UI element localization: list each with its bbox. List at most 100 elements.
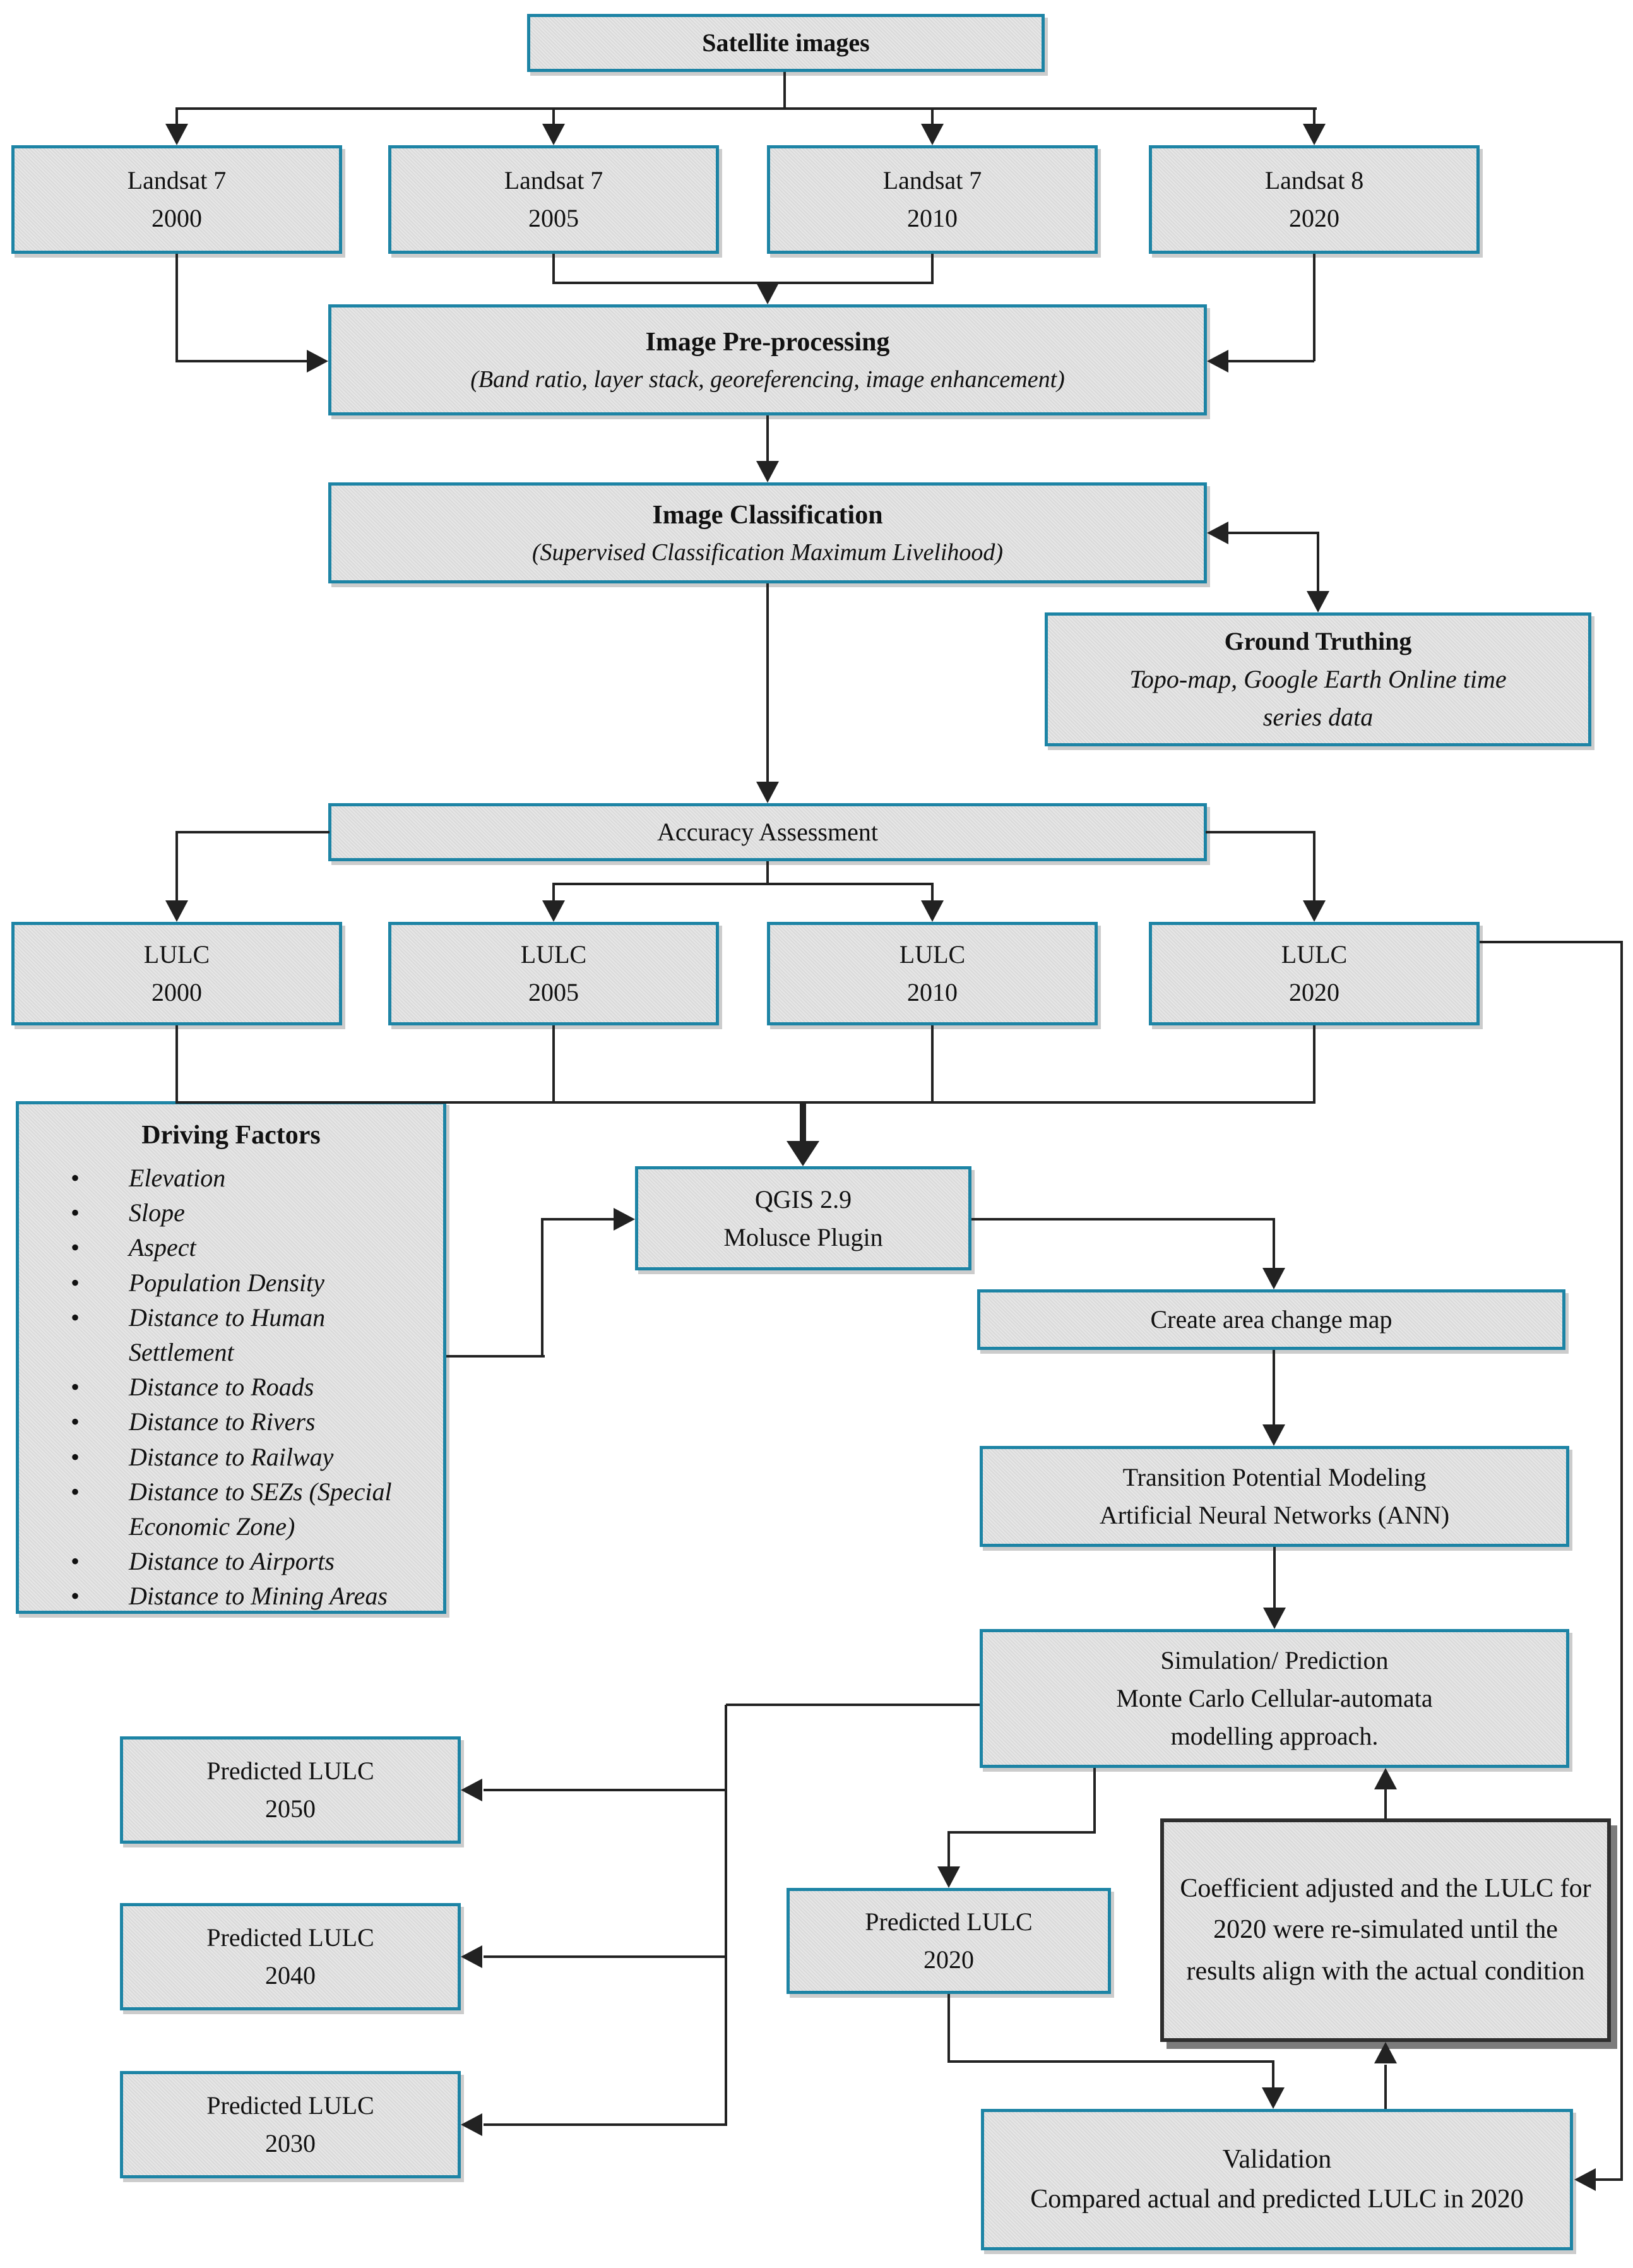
node-year: 2000 bbox=[151, 204, 202, 232]
connector-transition-simulation bbox=[1273, 1547, 1276, 1608]
arrow-down-icon bbox=[165, 124, 188, 145]
node-label: QGIS 2.9 bbox=[754, 1185, 852, 1214]
connector-accuracy-center-down bbox=[766, 861, 769, 885]
connector-accuracy-lulc2000-v bbox=[175, 832, 178, 900]
node-lulc-2010: LULC 2010 bbox=[767, 922, 1098, 1025]
node-year: 2010 bbox=[907, 978, 958, 1006]
node-subtitle: (Band ratio, layer stack, georeferencing… bbox=[470, 366, 1065, 393]
arrow-down-icon bbox=[1303, 900, 1326, 922]
arrow-right-icon bbox=[614, 1208, 635, 1231]
connector-landsat2020-left bbox=[1228, 360, 1314, 362]
connector-lulc2000-drop bbox=[175, 1025, 178, 1104]
driving-factors-list: Elevation Slope Aspect Population Densit… bbox=[28, 1161, 434, 1614]
arrow-left-icon bbox=[461, 1945, 482, 1968]
node-landsat7-2005: Landsat 7 2005 bbox=[388, 145, 719, 254]
connector-driving-up bbox=[541, 1219, 543, 1356]
connector-right-long-down bbox=[1620, 941, 1623, 2181]
connector-split-lulc2005 bbox=[552, 884, 555, 900]
connector-bus-to-landsat2010 bbox=[931, 109, 934, 126]
list-item: Elevation bbox=[28, 1161, 434, 1195]
node-line3: modelling approach. bbox=[1170, 1722, 1379, 1750]
arrow-down-icon bbox=[1262, 2087, 1285, 2109]
list-item: Distance to Mining Areas bbox=[28, 1579, 434, 1613]
connector-lulc2005-drop bbox=[552, 1025, 555, 1104]
connector-landsat2010-down bbox=[931, 254, 934, 283]
list-item: Distance to Rivers bbox=[28, 1404, 434, 1439]
connector-satellite-down bbox=[783, 72, 786, 109]
node-label: Create area change map bbox=[1150, 1305, 1393, 1334]
node-label: Landsat 7 bbox=[127, 166, 227, 194]
node-label: LULC bbox=[520, 940, 587, 969]
node-year: 2040 bbox=[265, 1961, 316, 1990]
node-subtitle: Topo-map, Google Earth Online time serie… bbox=[1129, 665, 1507, 731]
node-predicted-lulc-2020: Predicted LULC 2020 bbox=[787, 1888, 1111, 1994]
list-item: Slope bbox=[28, 1195, 434, 1230]
arrow-right-icon bbox=[307, 350, 328, 373]
node-coefficient-adjustment: Coefficient adjusted and the LULC for 20… bbox=[1160, 1818, 1611, 2042]
list-item: Distance to Human Settlement bbox=[28, 1300, 434, 1370]
node-label: Landsat 7 bbox=[882, 166, 982, 194]
connector-to-pred2040 bbox=[484, 1955, 726, 1958]
connector-to-pred2030 bbox=[484, 2123, 726, 2126]
node-label: Predicted LULC bbox=[206, 1923, 374, 1952]
node-label: Predicted LULC bbox=[206, 2091, 374, 2120]
node-year: 2005 bbox=[528, 204, 579, 232]
connector-predicted-feeder bbox=[725, 1705, 727, 2126]
list-item: Population Density bbox=[28, 1265, 434, 1300]
arrow-down-icon bbox=[1262, 1268, 1285, 1289]
arrow-left-icon bbox=[461, 1779, 482, 1801]
connector-sim-pred2020-v1 bbox=[1093, 1768, 1096, 1834]
node-label: Predicted LULC bbox=[865, 1907, 1033, 1936]
connector-classif-groundtruth-h bbox=[1228, 532, 1319, 534]
connector-sim-pred2020-h bbox=[947, 1831, 1095, 1834]
connector-preproc-classif bbox=[766, 415, 769, 461]
arrow-down-icon bbox=[542, 900, 565, 922]
connector-create-transition bbox=[1273, 1350, 1275, 1424]
connector-qgis-create-down bbox=[1273, 1219, 1275, 1268]
node-year: 2010 bbox=[907, 204, 958, 232]
node-validation: Validation Compared actual and predicted… bbox=[981, 2109, 1573, 2250]
arrow-up-icon bbox=[1374, 2042, 1397, 2063]
connector-to-pred2050 bbox=[484, 1789, 726, 1791]
arrow-down-icon bbox=[756, 461, 779, 482]
node-label: LULC bbox=[899, 940, 966, 969]
node-satellite-images: Satellite images bbox=[527, 14, 1045, 72]
connector-landsat2000-right bbox=[175, 360, 308, 362]
node-image-classification: Image Classification (Supervised Classif… bbox=[328, 482, 1207, 583]
arrow-left-icon bbox=[461, 2113, 482, 2136]
arrow-left-icon bbox=[1207, 350, 1228, 373]
arrow-down-icon bbox=[542, 124, 565, 145]
arrow-down-icon bbox=[921, 124, 944, 145]
connector-right-to-validation bbox=[1596, 2178, 1623, 2181]
connector-coefficient-simulation bbox=[1384, 1789, 1387, 1818]
node-title: Transition Potential Modeling bbox=[1122, 1463, 1427, 1491]
arrow-down-icon bbox=[1263, 1608, 1286, 1629]
node-text: Coefficient adjusted and the LULC for 20… bbox=[1180, 1874, 1591, 1986]
node-label2: Molusce Plugin bbox=[723, 1222, 883, 1251]
connector-lulc2020-drop bbox=[1313, 1025, 1315, 1104]
connector-bus-to-landsat2000 bbox=[175, 109, 178, 126]
connector-classif-groundtruth-v bbox=[1317, 532, 1319, 591]
node-year: 2020 bbox=[923, 1945, 974, 1974]
arrow-up-icon bbox=[1374, 1768, 1397, 1789]
node-image-preprocessing: Image Pre-processing (Band ratio, layer … bbox=[328, 304, 1207, 415]
arrow-down-icon bbox=[787, 1141, 819, 1166]
arrow-down-icon bbox=[1262, 1424, 1285, 1446]
node-landsat7-2010: Landsat 7 2010 bbox=[767, 145, 1098, 254]
node-lulc-2005: LULC 2005 bbox=[388, 922, 719, 1025]
connector-lulc-collector-bus bbox=[175, 1101, 1315, 1104]
arrow-down-icon bbox=[937, 1866, 960, 1888]
connector-accuracy-lulc2020-v bbox=[1313, 832, 1315, 900]
node-label: LULC bbox=[1281, 940, 1348, 969]
node-label: Accuracy Assessment bbox=[657, 818, 878, 846]
connector-lulc2010-drop bbox=[931, 1025, 934, 1104]
connector-merge-bus bbox=[552, 282, 934, 284]
connector-accuracy-lulc2020-h bbox=[1206, 831, 1315, 833]
connector-bus-to-landsat2020 bbox=[1313, 109, 1315, 126]
connector-driving-right bbox=[446, 1355, 545, 1358]
arrow-down-icon bbox=[1303, 124, 1326, 145]
node-title: Validation bbox=[1222, 2145, 1332, 2174]
node-simulation-prediction: Simulation/ Prediction Monte Carlo Cellu… bbox=[980, 1629, 1569, 1768]
connector-validation-coefficient bbox=[1384, 2065, 1387, 2109]
node-title: Simulation/ Prediction bbox=[1160, 1646, 1389, 1674]
